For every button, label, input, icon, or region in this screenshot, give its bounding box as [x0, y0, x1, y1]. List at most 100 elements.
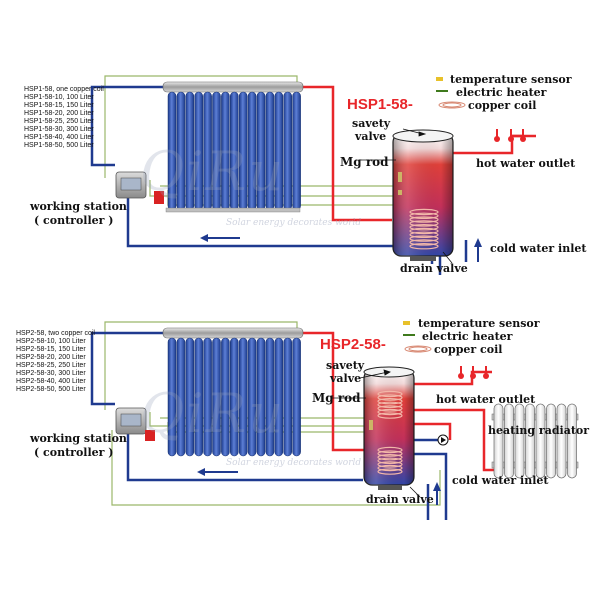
copper-coil-turn [377, 408, 403, 416]
watermark-brand-2: QiRu [140, 382, 285, 445]
radiator-fin [493, 403, 504, 479]
copper-coil-turn [377, 405, 403, 412]
model-list-item: HSP1-58-10, 100 Liter [24, 94, 94, 101]
label-mg-rod-1: Mg rod [340, 155, 389, 169]
label-cold-water-inlet-2: cold water inlet [452, 474, 549, 487]
vacuum-tube [292, 337, 301, 457]
shower-heads-1 [494, 129, 526, 142]
label-controller-1: ( controller ) [34, 214, 114, 227]
model-list-item: HSP1-58-25, 250 Liter [24, 118, 94, 125]
copper-coil-turn [377, 454, 403, 461]
label-drain-valve-1: drain valve [400, 262, 468, 275]
copper-coil-turn [409, 223, 439, 231]
legend-copper-coil-2: copper coil [434, 343, 503, 356]
radiator-top-bar [491, 413, 579, 421]
vacuum-tube [238, 337, 248, 457]
label-mg-rod-2: Mg rod [312, 391, 361, 405]
model-list-item: HSP2-58-10, 100 Liter [16, 338, 86, 345]
model-list-item: HSP2-58, two copper coil [16, 330, 95, 337]
radiator-fin [514, 403, 525, 479]
copper-coil-turn [377, 468, 403, 475]
copper-coil-turn [377, 457, 403, 464]
legend-temperature-sensor-2: temperature sensor [418, 317, 540, 330]
model-list-item: HSP2-58-30, 300 Liter [16, 370, 86, 377]
legend-temperature-sensor-1: temperature sensor [450, 73, 572, 86]
label-controller-2: ( controller ) [34, 446, 114, 459]
copper-coil-turn [377, 461, 403, 468]
watermark-tagline-2: Solar energy decorates world [226, 458, 362, 468]
label-drain-valve-2: drain valve [366, 493, 434, 506]
label-hot-water-outlet-1: hot water outlet [476, 157, 576, 170]
vacuum-tube [203, 337, 212, 457]
model-list-item: HSP2-58-40, 400 Liter [16, 378, 86, 385]
copper-coil-turn [409, 220, 439, 227]
heating-radiator [491, 403, 579, 479]
vacuum-tube [212, 337, 221, 457]
model-list-item: HSP1-58-40, 400 Liter [24, 134, 94, 141]
model-list-item: HSP2-58-25, 250 Liter [16, 362, 86, 369]
leader-lines-2 [332, 369, 421, 498]
vacuum-tube [283, 337, 292, 457]
copper-coil-turn [377, 394, 403, 401]
copper-coil-turn [377, 450, 403, 457]
storage-tank-1 [392, 129, 454, 261]
copper-coil-turn [409, 239, 439, 246]
model-list-item: HSP2-58-20, 200 Liter [16, 354, 86, 361]
radiator-fin [525, 403, 535, 479]
model-list-item: HSP1-58-50, 500 Liter [24, 142, 94, 149]
shower-heads-2 [458, 366, 489, 379]
label-hot-water-outlet-2: hot water outlet [436, 393, 536, 406]
circulation-pump-2 [437, 434, 449, 446]
vacuum-tube [176, 337, 186, 457]
copper-coil-turn [377, 398, 403, 405]
leader-lines-1 [361, 128, 453, 264]
radiator-fin [546, 403, 556, 479]
vacuum-tube [256, 337, 266, 457]
vacuum-tube [185, 337, 195, 457]
copper-coil-turn [377, 464, 403, 472]
copper-coil-turn [409, 216, 439, 223]
legend-icons-1 [436, 77, 466, 109]
vacuum-tube [221, 337, 230, 457]
model-list-item: HSP1-58-20, 200 Liter [24, 110, 94, 117]
label-heating-radiator: heating radiator [488, 424, 590, 437]
model-list-item: HSP1-58-30, 300 Liter [24, 126, 94, 133]
label-working-station-1: working station [30, 200, 127, 213]
model-list-2: HSP2-58, two copper coil HSP2-58-10, 100… [16, 330, 95, 394]
model-list-item: HSP2-58-15, 150 Liter [16, 346, 86, 353]
vacuum-tube [167, 337, 177, 457]
cold-inlet-arrow-2 [433, 482, 441, 505]
radiator-fin [556, 403, 567, 479]
model-title-2: HSP2-58- [320, 336, 386, 353]
legend-icons-2 [403, 321, 432, 353]
label-safety-valve-2a: savety [326, 359, 365, 372]
flow-arrow-1 [200, 234, 240, 242]
label-safety-valve-1b: valve [355, 130, 387, 143]
label-cold-water-inlet-1: cold water inlet [490, 242, 587, 255]
vacuum-tube [292, 91, 301, 211]
vacuum-tube [247, 337, 257, 457]
copper-coil-turn [409, 212, 439, 219]
radiator-fin [567, 403, 577, 479]
radiator-fin [535, 403, 546, 479]
cold-pipe-1 [90, 85, 468, 275]
legend-electric-heater-2: electric heater [422, 330, 513, 343]
copper-coil-turn [377, 401, 403, 408]
legend-copper-coil-1: copper coil [468, 99, 537, 112]
vacuum-tube [265, 337, 275, 457]
cold-inlet-arrow-1 [474, 238, 482, 262]
model-list-1: HSP1-58, one copper coil HSP1-58-10, 100… [24, 86, 104, 150]
model-title-1: HSP1-58- [347, 96, 413, 113]
model-list-item: HSP1-58-15, 150 Liter [24, 102, 94, 109]
radiator-fin [504, 403, 514, 479]
system-2 [90, 321, 579, 520]
working-station-1 [115, 171, 164, 204]
working-station-2 [115, 407, 155, 441]
copper-coil-turn [409, 235, 439, 242]
label-working-station-2: working station [30, 432, 127, 445]
copper-coil-turn [377, 446, 403, 454]
label-safety-valve-2b: valve [330, 372, 362, 385]
model-list-item: HSP2-58-50, 500 Liter [16, 386, 86, 393]
